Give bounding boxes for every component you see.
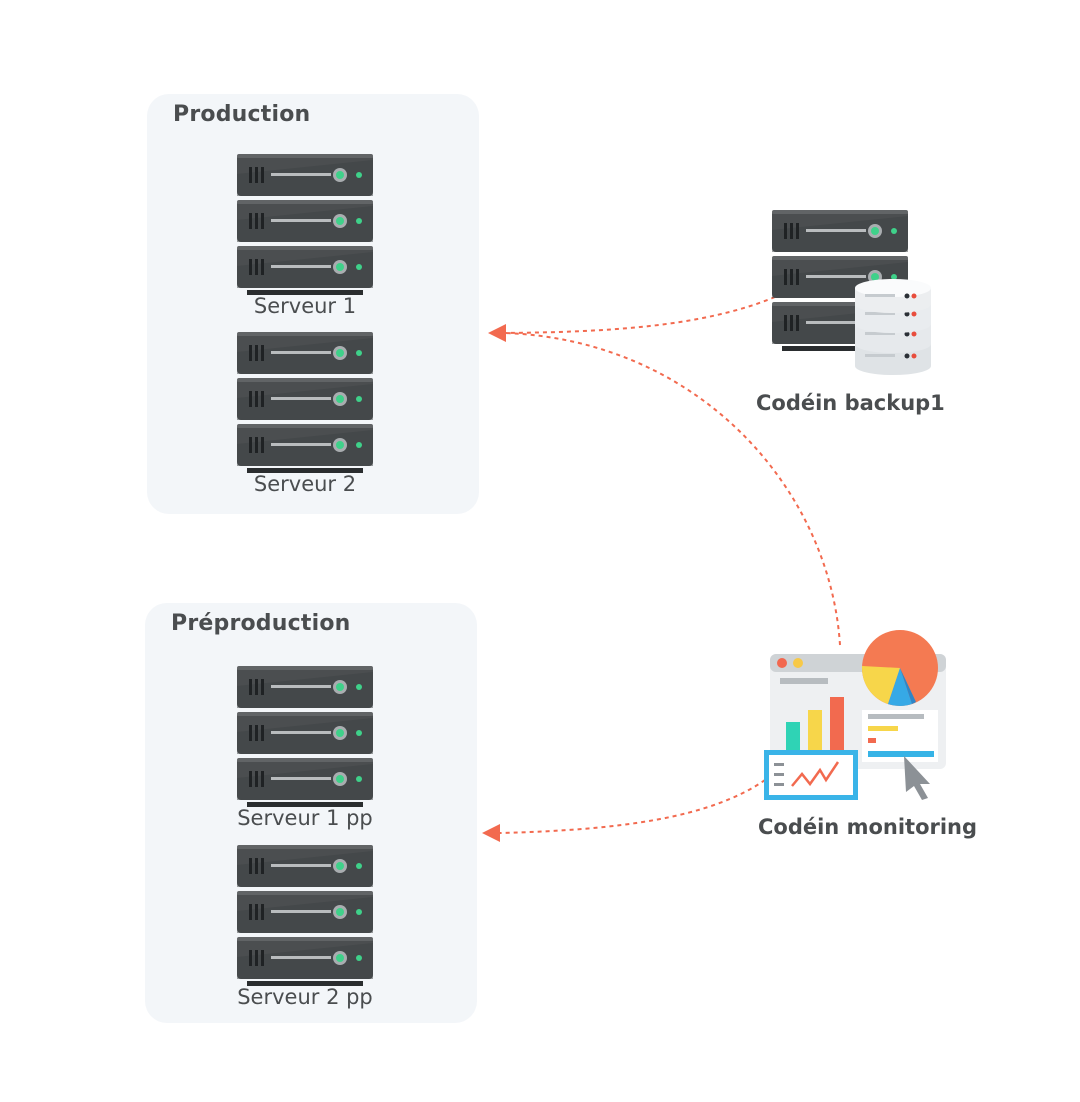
monitoring-dashboard-icon — [764, 630, 946, 800]
backup-to-production-arrow — [504, 296, 776, 334]
server-rack-icon — [237, 332, 373, 473]
monitoring-label: Codéin monitoring — [758, 815, 978, 839]
production-arrowhead — [488, 324, 506, 342]
server-2[interactable]: Serveur 2 — [225, 332, 385, 496]
production-environment: Production — [147, 94, 479, 514]
environment-title: Préproduction — [171, 611, 351, 636]
environment-title: Production — [173, 102, 311, 127]
backup-label: Codéin backup1 — [756, 391, 945, 415]
server-label: Serveur 2 pp — [237, 985, 373, 1009]
preproduction-arrowhead — [482, 824, 500, 842]
server-rack-icon — [237, 845, 373, 986]
server-database-icon — [772, 210, 931, 375]
server-1-pp[interactable]: Serveur 1 pp — [225, 666, 385, 830]
monitoring-node[interactable] — [762, 626, 952, 810]
server-label: Serveur 1 pp — [237, 806, 373, 830]
server-rack-icon — [237, 666, 373, 807]
server-1[interactable]: Serveur 1 — [225, 154, 385, 318]
server-2-pp[interactable]: Serveur 2 pp — [225, 845, 385, 1009]
server-rack-icon — [237, 154, 373, 295]
database-icon — [855, 279, 931, 375]
server-label: Serveur 1 — [253, 294, 357, 318]
server-label: Serveur 2 — [253, 472, 357, 496]
monitoring-to-preproduction-arrow — [499, 779, 766, 834]
preproduction-environment: Préproduction — [145, 603, 477, 1023]
backup-node[interactable] — [770, 210, 935, 386]
monitoring-to-production-arrow — [504, 332, 841, 646]
